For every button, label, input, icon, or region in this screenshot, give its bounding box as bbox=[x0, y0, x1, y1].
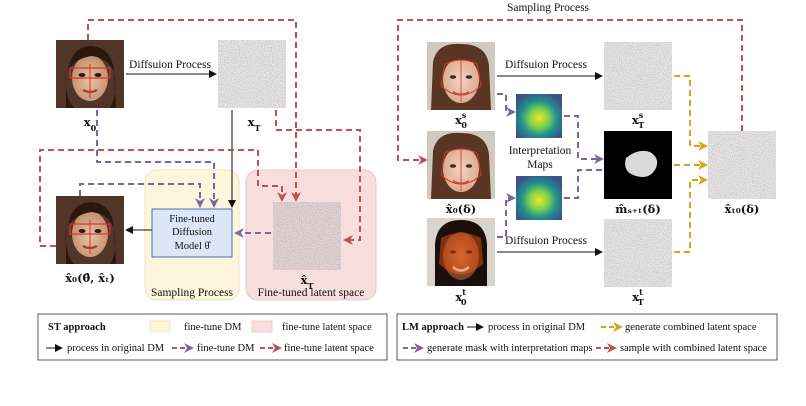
purple-arrow-recon-to-model bbox=[79, 183, 205, 208]
purple-arrow-heat-to-mask-bottom bbox=[564, 169, 602, 199]
legend-sample-combined: sample with combined latent space bbox=[620, 343, 767, 354]
purple-arrow-x0-to-model bbox=[96, 110, 219, 208]
legend-fine-tune-dm: fine-tune DM bbox=[184, 322, 242, 333]
xT-noise-image bbox=[218, 40, 286, 108]
purple-arrow-source-to-heat bbox=[497, 93, 516, 117]
recon-face-image bbox=[54, 194, 126, 266]
legend-pink-swatch bbox=[251, 320, 273, 333]
xT-hat-label: x̂T bbox=[301, 273, 314, 291]
interp-maps-line1: Interpretation bbox=[509, 145, 572, 157]
heatmap-top bbox=[516, 94, 562, 138]
mask-image bbox=[604, 131, 672, 199]
legend-left-title: ST approach bbox=[48, 322, 106, 333]
xsT-noise-image bbox=[604, 42, 672, 110]
x0-face-image bbox=[54, 38, 126, 110]
purple-arrow-target-to-heat bbox=[497, 193, 516, 238]
right-diffusion-top-label: Diffsuion Process bbox=[505, 59, 587, 71]
model-box-line1: Fine-tuned bbox=[169, 214, 215, 225]
gold-arrow-xtT bbox=[674, 175, 708, 253]
xT-label: xT bbox=[248, 115, 261, 133]
gold-arrow-xsT bbox=[674, 75, 708, 151]
final-label: x̂ₜ₀(δ) bbox=[725, 202, 760, 216]
legend-fine-tune-latent-arrow: fine-tune latent space bbox=[284, 343, 374, 354]
interp-maps-line2: Maps bbox=[527, 159, 553, 171]
right-diffusion-bottom-label: Diffsuion Process bbox=[505, 235, 587, 247]
legend-right-box bbox=[396, 313, 778, 361]
x0-delta-label: x̂₀(δ) bbox=[446, 202, 476, 216]
legend-process-original: process in original DM bbox=[67, 343, 165, 354]
fine-tuned-model-box bbox=[151, 208, 233, 258]
source-face-image bbox=[425, 40, 497, 112]
legend-fine-tune-dm-arrow: fine-tune DM bbox=[197, 343, 255, 354]
final-noise-image bbox=[708, 131, 776, 199]
legend-yellow-swatch bbox=[149, 320, 171, 333]
blended-face-image bbox=[425, 129, 497, 201]
purple-arrow-heat-to-mask-top bbox=[564, 115, 604, 164]
legend-left-box bbox=[37, 313, 388, 361]
recon-label: x̂₀(θ̂, x̂ₜ) bbox=[65, 271, 115, 285]
model-box-line3: Model θ̂ bbox=[174, 241, 211, 252]
sampling-region-label: Sampling Process bbox=[151, 287, 234, 299]
red-arrow-recon-loop bbox=[39, 149, 287, 247]
red-arrow-x0-to-latent bbox=[87, 19, 301, 202]
xtT-noise-image bbox=[604, 219, 672, 287]
heatmap-bottom bbox=[516, 176, 562, 220]
mask-label: m̂ₛ₊ₜ(δ) bbox=[615, 202, 661, 216]
left-diffusion-label: Diffsuion Process bbox=[129, 59, 211, 71]
target-face-image bbox=[425, 216, 497, 288]
red-arrow-xT-to-latent bbox=[275, 110, 361, 245]
right-top-title: Sampling Process bbox=[507, 2, 590, 14]
legend-right-process-original: process in original DM bbox=[488, 322, 586, 333]
x0-label: x0 bbox=[84, 115, 97, 133]
latent-region-label: Fine-tuned latent space bbox=[258, 287, 365, 299]
legend-right-title: LM approach bbox=[402, 322, 464, 333]
legend-fine-tune-latent: fine-tune latent space bbox=[282, 322, 372, 333]
legend-generate-combined: generate combined latent space bbox=[625, 322, 757, 333]
xT-hat-noise-image bbox=[273, 202, 341, 270]
legend-generate-mask: generate mask with interpretation maps bbox=[427, 343, 593, 354]
red-arrow-sample-loop bbox=[397, 19, 743, 165]
model-box-line2: Diffusion bbox=[172, 227, 213, 238]
